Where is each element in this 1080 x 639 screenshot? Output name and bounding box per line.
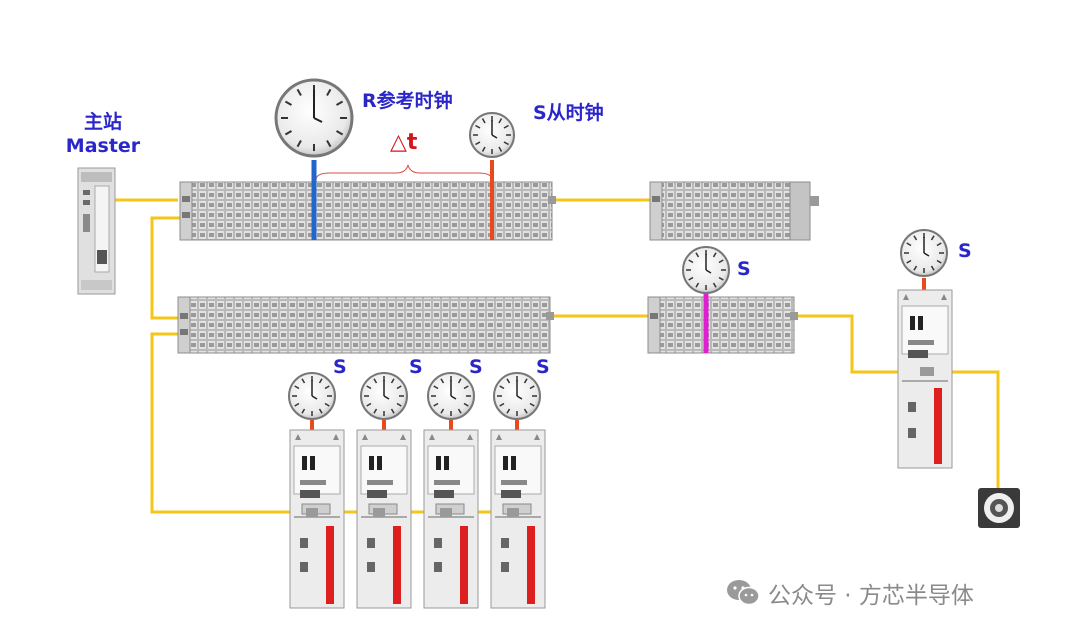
- master-plc: [77, 167, 116, 295]
- cable-right-drive-to-motor: [933, 370, 1000, 490]
- delta-t-bracket: [315, 164, 493, 181]
- slave-clock-icon-small-rail: [682, 246, 730, 294]
- servo-drives-bottom: [289, 429, 546, 609]
- drive-connectors: [306, 508, 519, 517]
- slave-clock-icon-drive-1: [288, 372, 336, 420]
- cable-middle-rail-to-drives: [150, 332, 540, 514]
- cables: [115, 198, 1000, 514]
- delta-t-label: △t: [390, 130, 418, 155]
- master-label: 主站 Master: [64, 110, 142, 158]
- slave-clock-icon-drive-4: [493, 372, 541, 420]
- cable-small-rail-to-right-drive: [795, 314, 923, 374]
- slave-clock-label: S从时钟: [533, 102, 604, 124]
- slave-clock-icon-drive-3: [427, 372, 475, 420]
- servo-drive-3: [423, 429, 479, 609]
- master-label-cn: 主站: [83, 111, 122, 133]
- slave-label-drive-1: S: [333, 356, 347, 378]
- servo-drive-2: [356, 429, 412, 609]
- io-rail-small: [647, 296, 798, 354]
- slave-label-right-drive: S: [958, 240, 972, 262]
- slave-label-drive-4: S: [536, 356, 550, 378]
- reference-clock-icon: [274, 78, 354, 158]
- slave-label-drive-3: S: [469, 356, 483, 378]
- servo-drive-4: [490, 429, 546, 609]
- servo-drive-1: [289, 429, 345, 609]
- clock-icons: [274, 78, 948, 420]
- slave-clock-icon-drive-2: [360, 372, 408, 420]
- io-rail-middle: [177, 296, 554, 354]
- wechat-icon: [726, 579, 760, 607]
- cable-top-rail-to-middle-rail: [150, 216, 183, 320]
- servo-motor: [978, 488, 1020, 528]
- watermark-text: 公众号 · 方芯半导体: [768, 583, 974, 609]
- slave-clock-icon-right-drive: [900, 229, 948, 277]
- servo-drive-right: [897, 289, 953, 469]
- slave-label-small-rail: S: [737, 258, 751, 280]
- watermark: 公众号 · 方芯半导体: [726, 576, 974, 610]
- io-rail-top: [179, 181, 556, 241]
- io-rail-right-top: [649, 181, 819, 241]
- slave-clock-icon-top: [469, 112, 515, 158]
- master-label-en: Master: [65, 135, 141, 157]
- slave-label-drive-2: S: [409, 356, 423, 378]
- reference-clock-label: R参考时钟: [362, 90, 453, 112]
